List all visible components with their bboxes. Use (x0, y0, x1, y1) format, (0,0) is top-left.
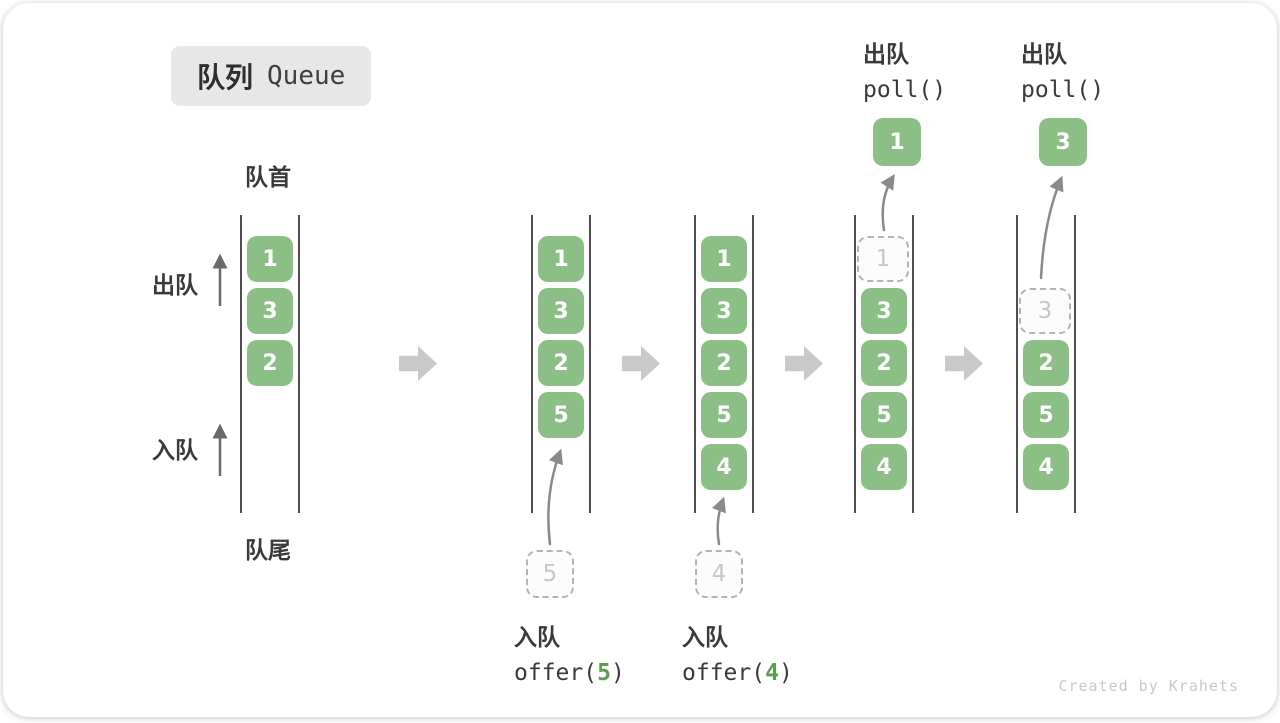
dequeue-2-annotation: 出队 poll() (1021, 35, 1104, 103)
queue-element: 3 (538, 288, 584, 334)
enqueue-5-annotation: 入队 offer(5) (514, 618, 625, 686)
queue-element: 2 (701, 340, 747, 386)
code-arg: 4 (765, 660, 779, 686)
dequeue-1-code: poll() (863, 77, 947, 103)
dequeued-element: 3 (1039, 118, 1087, 166)
removed-element-ghost: 3 (1019, 288, 1071, 334)
stage-transition-arrow-icon (399, 346, 437, 381)
code-arg: 5 (597, 660, 611, 686)
diagram-card: 队列 Queue 队首 队尾 出队 入队 1 3 2 1 3 2 5 1 3 2… (3, 3, 1277, 717)
queue-element: 5 (701, 392, 747, 438)
dequeued-element: 1 (873, 118, 921, 166)
queue-element: 4 (1023, 444, 1069, 490)
queue-element: 5 (1023, 392, 1069, 438)
code-prefix: offer( (514, 660, 598, 686)
queue-element: 3 (701, 288, 747, 334)
incoming-element-ghost: 4 (695, 550, 743, 598)
queue-element: 2 (861, 340, 907, 386)
queue-front-label: 队首 (245, 164, 291, 190)
title-zh: 队列 (197, 62, 254, 93)
stage-transition-arrow-icon (622, 346, 660, 381)
queue-element: 1 (701, 236, 747, 282)
queue-rear-label: 队尾 (245, 537, 291, 563)
dequeue-1-title: 出队 (863, 41, 909, 67)
code-prefix: offer( (682, 660, 766, 686)
enqueue-4-title: 入队 (682, 624, 728, 650)
queue-element: 2 (247, 340, 293, 386)
queue-stage-5: 3 2 5 4 (1016, 215, 1076, 513)
code-suffix: ) (610, 660, 625, 686)
queue-element: 4 (861, 444, 907, 490)
queue-element: 1 (247, 236, 293, 282)
stage-transition-arrow-icon (785, 346, 823, 381)
queue-stage-2: 1 3 2 5 (531, 215, 591, 513)
watermark: Created by Krahets (1058, 677, 1239, 695)
code-suffix: ) (778, 660, 793, 686)
dequeue-2-title: 出队 (1021, 41, 1067, 67)
title-badge: 队列 Queue (171, 46, 372, 106)
dequeue-2-code: poll() (1021, 77, 1105, 103)
incoming-element-ghost: 5 (526, 550, 574, 598)
queue-element: 3 (861, 288, 907, 334)
enqueue-5-title: 入队 (514, 624, 560, 650)
queue-element: 2 (1023, 340, 1069, 386)
enqueue-4-code: offer(4) (682, 660, 793, 686)
enqueue-5-code: offer(5) (514, 660, 625, 686)
queue-element: 2 (538, 340, 584, 386)
queue-element: 3 (247, 288, 293, 334)
queue-element: 4 (701, 444, 747, 490)
queue-stage-4: 1 3 2 5 4 (854, 215, 914, 513)
stage-transition-arrow-icon (945, 346, 983, 381)
dequeue-side-label: 出队 (152, 272, 198, 298)
dequeue-1-annotation: 出队 poll() (863, 35, 946, 103)
title-en: Queue (267, 61, 346, 91)
enqueue-4-annotation: 入队 offer(4) (682, 618, 793, 686)
enqueue-side-label: 入队 (152, 437, 198, 463)
queue-stage-3: 1 3 2 5 4 (694, 215, 754, 513)
queue-element: 5 (538, 392, 584, 438)
removed-element-ghost: 1 (857, 236, 909, 282)
queue-stage-1: 1 3 2 (240, 215, 300, 513)
queue-element: 1 (538, 236, 584, 282)
queue-element: 5 (861, 392, 907, 438)
